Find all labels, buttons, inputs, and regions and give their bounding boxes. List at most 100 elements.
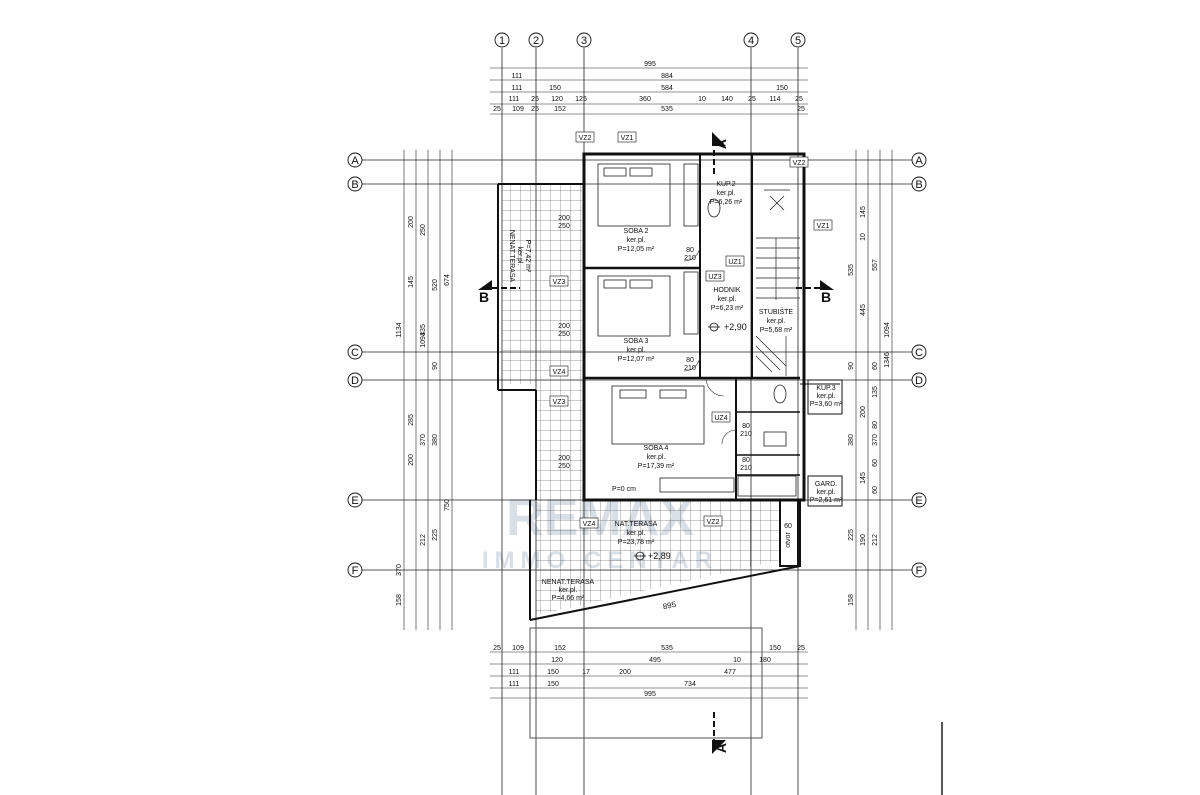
- axis-label-row-A-right: A: [915, 155, 923, 167]
- axis-label-col-1: 1: [499, 35, 505, 47]
- room-area: P=7,42 m²: [524, 240, 531, 273]
- room-name: KUP.3: [816, 385, 835, 392]
- window-height-3: 250: [558, 463, 570, 470]
- room-area: P=5,68 m²: [760, 327, 793, 334]
- room-name: SOBA 4: [644, 445, 669, 452]
- dim-top-r4-h: 25: [748, 96, 756, 103]
- room-kup-3: KUP.3 ker.pl. P=3,60 m²: [810, 385, 843, 408]
- structural-grid: [362, 48, 912, 795]
- room-labels: SOBA 2 ker.pl. P=12,05 m² SOBA 3 ker.pl.…: [508, 181, 843, 602]
- dim-left-674: 674: [444, 274, 451, 286]
- tag-vz1-top: VZ1: [621, 135, 634, 142]
- dim-right-10: 10: [860, 233, 867, 241]
- dim-right-200: 200: [860, 406, 867, 418]
- dim-left-285: 285: [408, 414, 415, 426]
- room-name: KUP.2: [716, 181, 735, 188]
- room-soba-2: SOBA 2 ker.pl. P=12,05 m²: [618, 228, 655, 253]
- dim-left-1134: 1134: [396, 322, 403, 337]
- room-nat-terasa: NAT.TERASA ker.pl. P=23,78 m²: [615, 521, 658, 546]
- room-area: P=6,26 m²: [710, 199, 743, 206]
- room-area: P=17,39 m²: [638, 463, 675, 470]
- dim-top-total: 995: [644, 61, 656, 68]
- tag-vz1-right: VZ1: [817, 223, 830, 230]
- door-height-4: 210: [740, 465, 752, 472]
- dim-left-200b: 200: [408, 454, 415, 466]
- axis-labels: 1 2 3 4 5 A B C D E F A B C D E F: [351, 35, 923, 577]
- dim-top-r3-c: 584: [661, 85, 673, 92]
- room-floor: ker.pl.: [516, 247, 523, 266]
- room-area: P=6,23 m²: [711, 305, 744, 312]
- axis-label-row-E-left: E: [351, 495, 358, 507]
- axis-label-row-B-left: B: [351, 179, 358, 191]
- room-floor: ker.pl.: [647, 454, 666, 461]
- staircase: [755, 237, 800, 376]
- dim-right-158: 158: [848, 594, 855, 606]
- dim-right-80: 80: [872, 421, 879, 429]
- room-area: P=23,78 m²: [618, 539, 655, 546]
- level-markers: +2,90 +2,89: [634, 322, 747, 561]
- opening-tags: [549, 131, 833, 529]
- axis-label-row-F-right: F: [916, 565, 923, 577]
- room-area: P=4,66 m²: [552, 595, 585, 602]
- axis-label-row-B-right: B: [915, 179, 922, 191]
- tag-vz2-bottom: VZ2: [707, 519, 720, 526]
- furniture: [597, 163, 797, 497]
- bottom-dimension-texts: 25 109 152 535 150 25 120 495 10 180 111…: [493, 645, 805, 698]
- dim-left-145: 145: [408, 276, 415, 288]
- window-height-2: 250: [558, 331, 570, 338]
- axis-label-row-C-right: C: [915, 347, 923, 359]
- dim-top-r4-i: 114: [769, 96, 780, 103]
- small-dim-60: 60: [784, 523, 792, 530]
- window-height-1: 250: [558, 223, 570, 230]
- top-dimension-lines: [490, 67, 808, 115]
- dim-bot-r3-c: 17: [582, 669, 590, 676]
- dim-left-1094: 1094: [420, 332, 427, 348]
- dim-top-r3-a: 111: [512, 85, 523, 92]
- door-width-1: 80: [686, 247, 694, 254]
- dim-left-750: 750: [444, 499, 451, 511]
- dim-top-r4-d: 125: [575, 96, 587, 103]
- dim-bot-r2-b: 495: [649, 657, 661, 664]
- axis-label-row-D-left: D: [351, 375, 359, 387]
- dim-top-r2-b: 884: [661, 73, 673, 80]
- dim-left-520: 520: [432, 279, 439, 291]
- room-gard: GARD. ker.pl. P=2,61 m²: [810, 481, 843, 504]
- bed-soba-4: [611, 385, 705, 445]
- tag-vz4-left: VZ4: [553, 369, 566, 376]
- dim-bot-r1-e: 150: [769, 645, 781, 652]
- bed-soba-2: [597, 163, 671, 227]
- dim-top-r5-f: 25: [797, 106, 805, 113]
- dim-left-370b: 370: [420, 434, 427, 446]
- door-width-2: 80: [686, 357, 694, 364]
- axis-label-row-E-right: E: [915, 495, 922, 507]
- dim-top-r2-a: 111: [512, 73, 523, 80]
- level-2-90: +2,90: [724, 322, 747, 332]
- opening-tag-texts: VZ2 VZ1 VZ2 VZ1 UZ1 UZ3 VZ3 VZ4 VZ3 UZ4 …: [553, 135, 830, 528]
- bottom-dimension-lines: [490, 651, 808, 699]
- dim-left-335: 335: [420, 324, 427, 336]
- bed-soba-3: [597, 275, 671, 337]
- axis-label-row-D-right: D: [915, 375, 923, 387]
- room-name: NAT.TERASA: [615, 521, 658, 528]
- door-width-4: 80: [742, 457, 750, 464]
- dim-right-145: 145: [860, 206, 867, 218]
- dim-right-557: 557: [872, 259, 879, 271]
- dim-bot-r1-b: 109: [512, 645, 524, 652]
- dim-left-380: 380: [432, 434, 439, 446]
- dim-left-90: 90: [432, 362, 439, 370]
- window-width-1: 200: [558, 215, 570, 222]
- dim-top-r4-b: 25: [531, 96, 539, 103]
- top-dimension-texts: 995 111 884 111 150 584 150 111 25 120 1…: [493, 61, 805, 113]
- section-label-a-top: A: [713, 139, 729, 149]
- room-name: SOBA 2: [624, 228, 649, 235]
- axis-label-col-2: 2: [533, 35, 539, 47]
- axis-label-col-4: 4: [748, 35, 754, 47]
- dim-top-r4-j: 25: [795, 96, 803, 103]
- wardrobe-soba-3: [683, 271, 699, 335]
- axis-label-col-3: 3: [581, 35, 587, 47]
- axis-bubbles: [347, 32, 927, 578]
- sill-height: P=0 cm: [612, 486, 636, 493]
- window-width-2: 200: [558, 323, 570, 330]
- dim-right-60b: 60: [872, 459, 879, 467]
